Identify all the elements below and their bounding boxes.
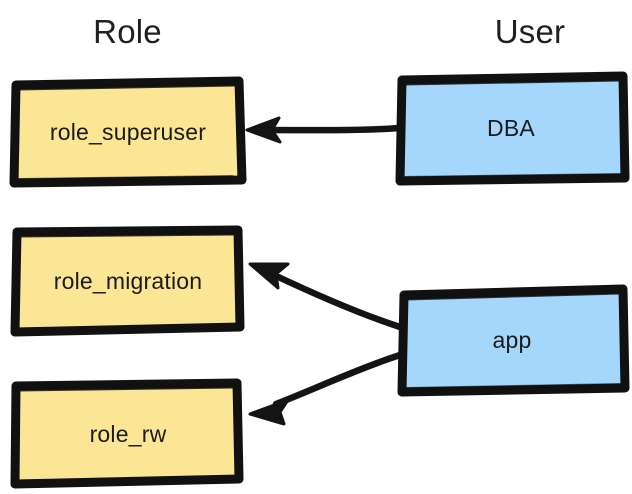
node-role-superuser-shape <box>9 76 247 188</box>
node-dba[interactable]: DBA <box>394 70 630 186</box>
edge-app-to-role-migration <box>248 262 404 331</box>
column-heading-user: User <box>494 13 566 50</box>
column-heading-role: Role <box>93 13 162 50</box>
node-role-superuser[interactable]: role_superuser <box>9 76 247 188</box>
node-app[interactable]: app <box>396 283 630 397</box>
node-dba-shape <box>395 71 630 186</box>
node-role-migration-shape <box>10 225 245 337</box>
node-role-rw-shape <box>10 378 244 489</box>
node-role-migration[interactable]: role_migration <box>10 224 246 338</box>
node-role-rw[interactable]: role_rw <box>10 378 246 489</box>
node-app-shape <box>397 284 630 397</box>
edge-app-to-role-rw <box>248 351 404 426</box>
edge-dba-to-role-superuser <box>245 116 403 144</box>
